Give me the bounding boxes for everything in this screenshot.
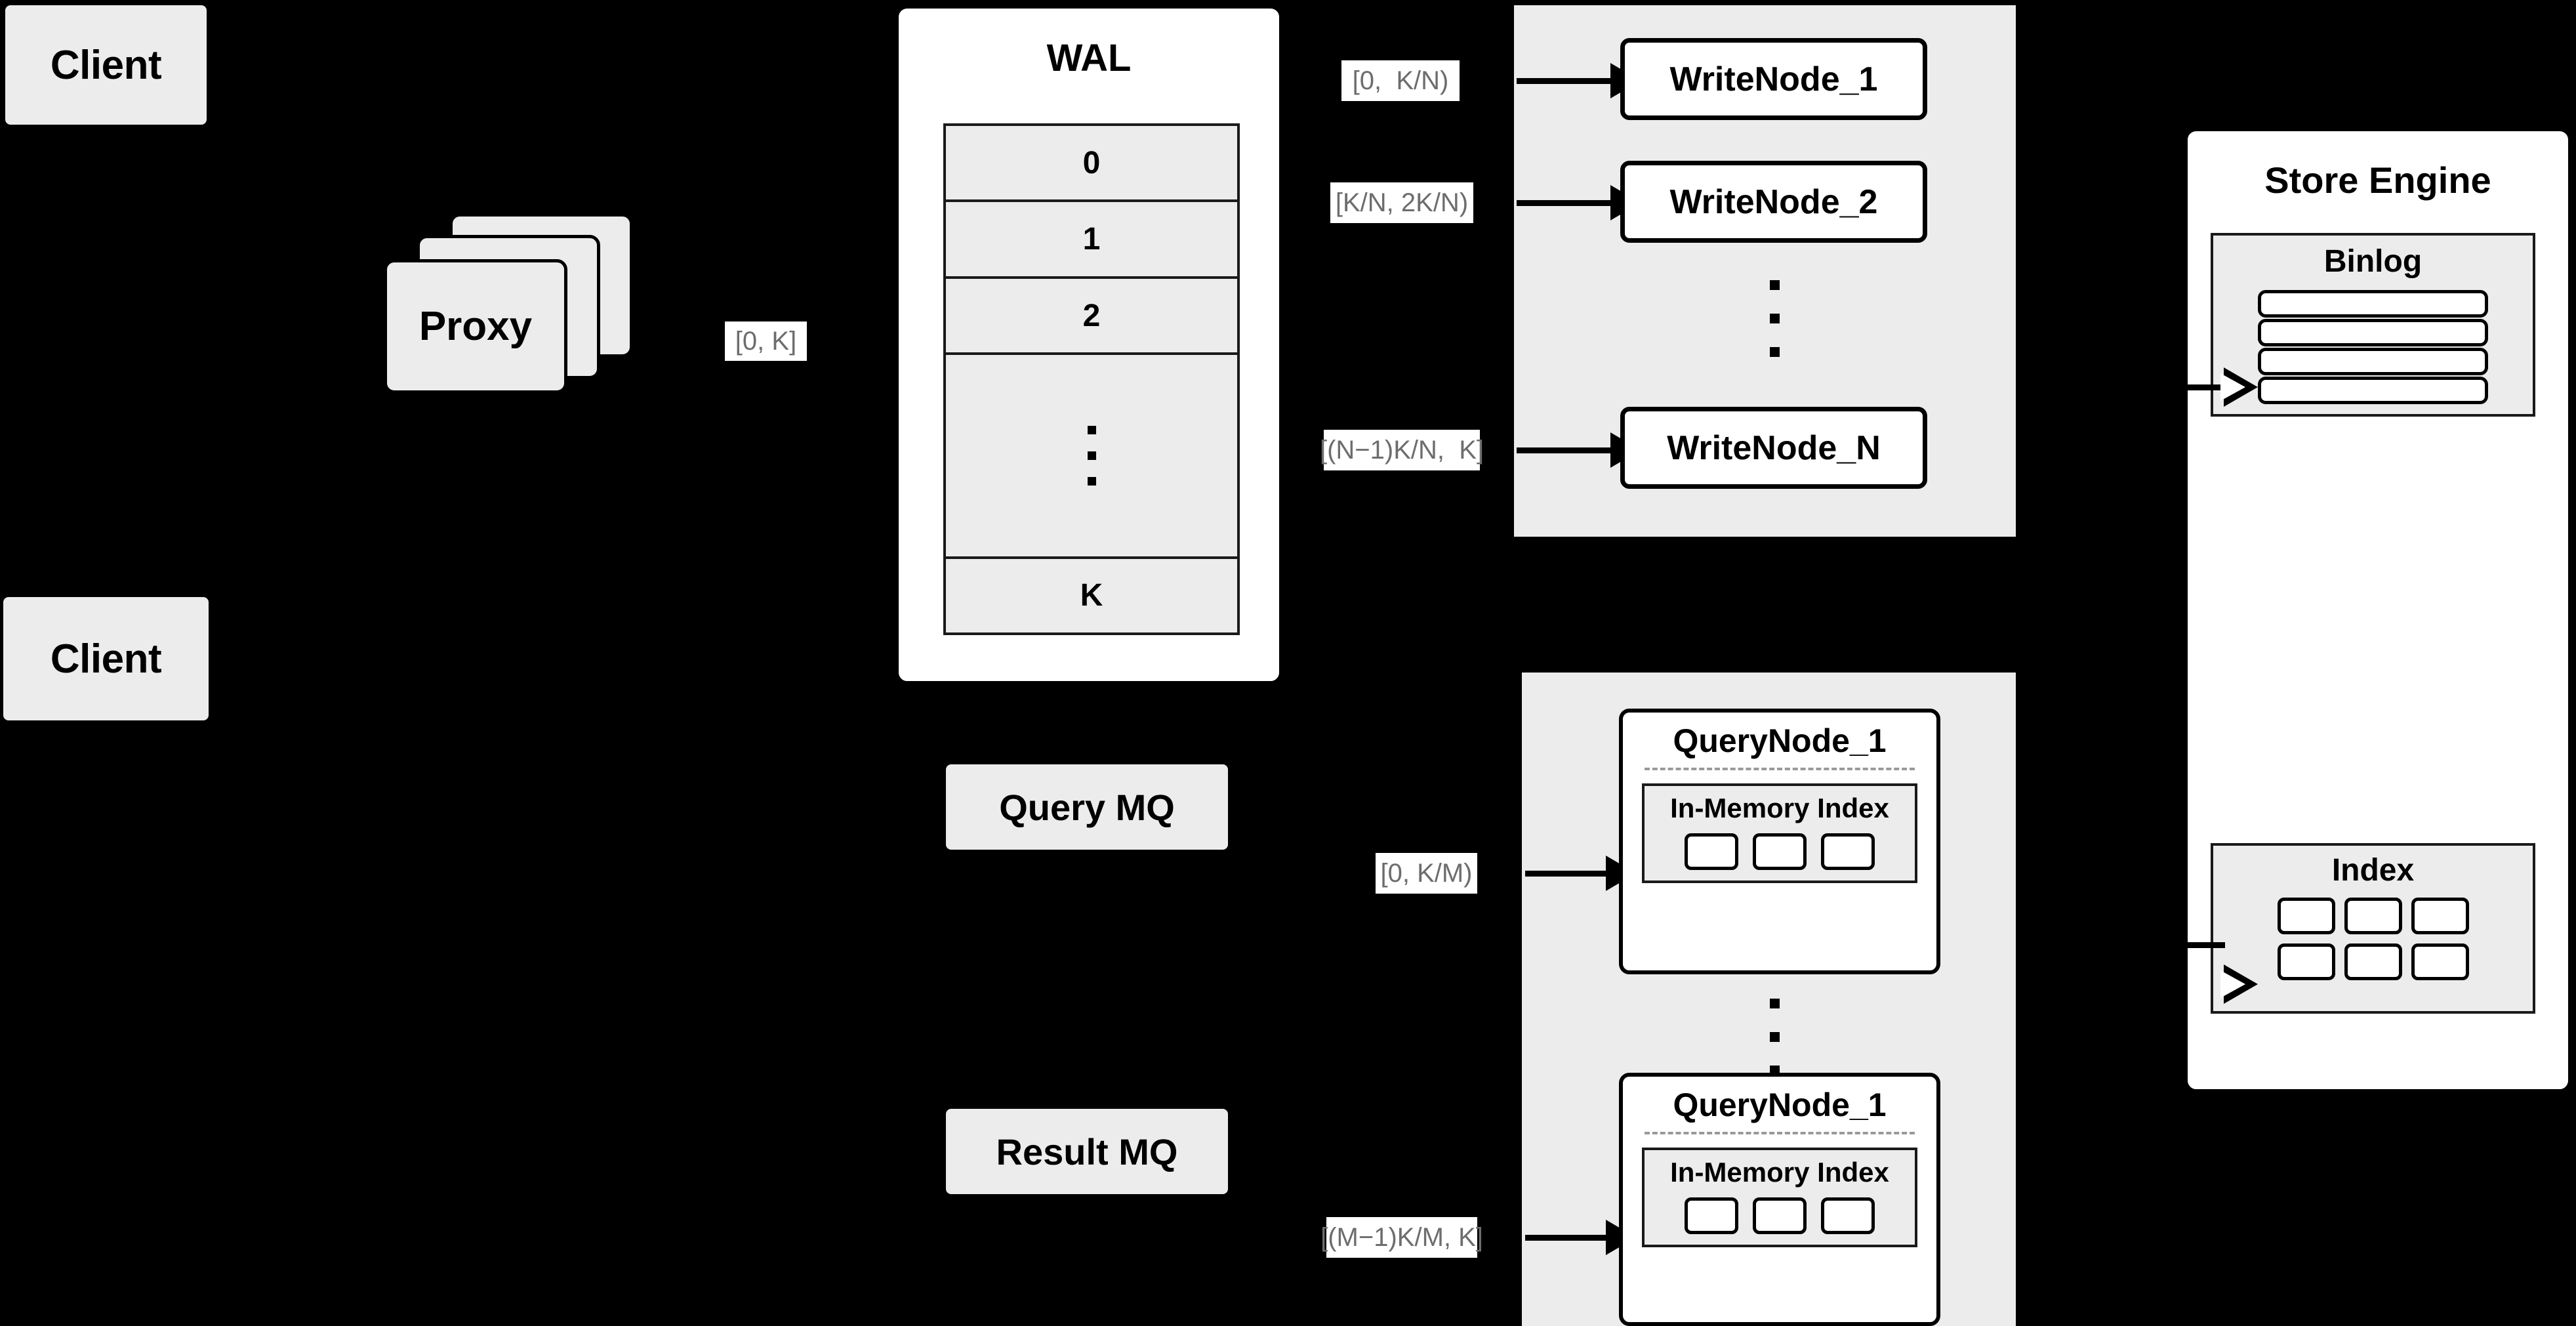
write-node-2[interactable]: WriteNode_2 (1620, 161, 1927, 243)
edge-label-text: [0, K/N) (1352, 66, 1449, 95)
wal-row: 2 (946, 279, 1237, 356)
ellipsis-dot (1769, 998, 1780, 1008)
index-cell (1820, 1197, 1875, 1234)
write-node-label: WriteNode_1 (1669, 60, 1878, 98)
query-node-label: QueryNode_1 (1673, 1087, 1887, 1123)
arrow-line-to-index (2187, 942, 2225, 948)
index-cell (2344, 943, 2402, 980)
binlog-title: Binlog (2323, 244, 2423, 279)
binlog-rows (2258, 290, 2488, 404)
index-grid (2277, 898, 2469, 980)
edge-label-text: [K/N, 2K/N) (1335, 188, 1469, 217)
index-title: Index (2331, 853, 2415, 888)
in-memory-index-title: In-Memory Index (1670, 1157, 1889, 1188)
binlog-row (2258, 377, 2488, 404)
index-cell (2411, 898, 2469, 934)
binlog-row (2258, 319, 2488, 346)
edge-label-writenode-n: [(N−1)K/N, K] (1320, 430, 1484, 470)
proxy-stack[interactable]: Proxy (384, 213, 672, 436)
proxy-card-front[interactable]: Proxy (384, 259, 567, 394)
in-memory-index-cells (1684, 833, 1875, 870)
arrow-line-to-binlog (2187, 384, 2225, 390)
index-panel: Index (2211, 843, 2535, 1014)
in-memory-index-panel: In-Memory Index (1642, 783, 1917, 883)
ellipsis-dot (1087, 476, 1096, 486)
arrow-line-writenode-2 (1517, 200, 1615, 206)
query-mq-box[interactable]: Query MQ (946, 764, 1228, 850)
ellipsis-dot (1769, 346, 1780, 357)
query-node-1[interactable]: QueryNode_1 In-Memory Index (1619, 709, 1940, 974)
ellipsis-dot (1087, 425, 1096, 434)
ellipsis-dot (1769, 1065, 1780, 1075)
wal-panel: WAL 0 1 2 K (895, 5, 1282, 684)
edge-label-querynode-m: [(M−1)K/M, K] (1320, 1217, 1483, 1258)
index-cell (2411, 943, 2469, 980)
query-node-separator (1645, 768, 1915, 770)
wal-row: 1 (946, 202, 1237, 279)
in-memory-index-panel: In-Memory Index (1642, 1148, 1917, 1247)
arrow-line-querynode-1 (1525, 871, 1610, 877)
ellipsis-dot (1769, 1031, 1780, 1042)
store-engine-panel: Store Engine Binlog Index (2184, 128, 2571, 1092)
binlog-panel: Binlog (2211, 233, 2535, 417)
in-memory-index-title: In-Memory Index (1670, 793, 1889, 823)
edge-label-writenode-2: [K/N, 2K/N) (1330, 182, 1473, 223)
edge-label-text: [(N−1)K/N, K] (1319, 435, 1484, 465)
arrow-head-to-binlog (2220, 367, 2258, 407)
result-mq-box[interactable]: Result MQ (946, 1109, 1228, 1194)
write-node-label: WriteNode_N (1667, 428, 1881, 467)
write-cluster-ellipsis (1722, 266, 1827, 371)
binlog-row (2258, 290, 2488, 318)
edge-label-writenode-1: [0, K/N) (1341, 60, 1460, 101)
arrow-line-writenode-n (1517, 447, 1615, 453)
arrow-head-to-index (2220, 964, 2258, 1004)
wal-row-ellipsis (946, 355, 1237, 559)
ellipsis-dot (1769, 313, 1780, 323)
edge-label-querynode-1: [0, K/M) (1376, 853, 1477, 894)
client-label: Client (50, 42, 162, 88)
edge-label-text: [(M−1)K/M, K] (1320, 1222, 1483, 1252)
index-cell (1820, 833, 1875, 870)
query-node-separator (1645, 1132, 1915, 1134)
write-node-1[interactable]: WriteNode_1 (1620, 38, 1927, 120)
wal-row: 0 (946, 126, 1237, 203)
wal-row: K (1080, 578, 1103, 613)
query-node-label: QueryNode_1 (1673, 722, 1887, 759)
edge-label-text: [0, K] (735, 326, 797, 356)
client-label: Client (50, 636, 162, 682)
ellipsis-dot (1087, 451, 1096, 460)
query-mq-label: Query MQ (999, 786, 1175, 828)
client-box-top[interactable]: Client (5, 5, 207, 125)
write-node-n[interactable]: WriteNode_N (1620, 407, 1927, 489)
client-box-bottom[interactable]: Client (3, 597, 209, 720)
proxy-label: Proxy (419, 304, 533, 349)
index-cell (1684, 833, 1738, 870)
query-node-m[interactable]: QueryNode_1 In-Memory Index (1619, 1073, 1940, 1326)
wal-title: WAL (1046, 37, 1132, 79)
write-node-label: WriteNode_2 (1669, 182, 1878, 221)
index-cell (1684, 1197, 1738, 1234)
index-cell (2344, 898, 2402, 934)
wal-table: 0 1 2 K (943, 123, 1240, 635)
ellipsis-dot (1769, 280, 1780, 290)
result-mq-label: Result MQ (996, 1130, 1178, 1172)
index-cell (1752, 1197, 1807, 1234)
index-cell (2277, 898, 2335, 934)
arrow-line-querynode-m (1525, 1235, 1610, 1241)
arrow-line-writenode-1 (1517, 78, 1615, 84)
index-cell (2277, 943, 2335, 980)
query-cluster-ellipsis (1722, 984, 1827, 1089)
edge-label-text: [0, K/M) (1380, 858, 1473, 888)
in-memory-index-cells (1684, 1197, 1875, 1234)
binlog-row (2258, 348, 2488, 375)
index-cell (1752, 833, 1807, 870)
store-engine-title: Store Engine (2264, 159, 2491, 201)
edge-label-proxy-to-wal: [0, K] (725, 321, 807, 361)
